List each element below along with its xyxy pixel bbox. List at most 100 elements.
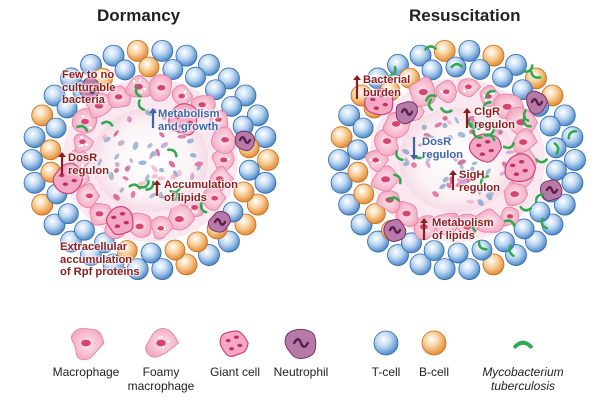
nucleus	[443, 89, 450, 94]
nucleus	[381, 176, 391, 183]
t-cell	[221, 95, 243, 117]
mycobacterium	[134, 85, 142, 98]
b-cell	[482, 253, 505, 276]
b-cell	[138, 56, 160, 78]
mycobacterium	[522, 109, 530, 122]
t-cell	[433, 258, 456, 281]
t-cell	[539, 115, 561, 137]
t-cell	[94, 232, 115, 254]
giant-cell	[52, 162, 84, 195]
nucleus	[519, 139, 528, 145]
mycobacterium	[479, 175, 490, 186]
t-cell	[401, 232, 422, 254]
t-cell	[352, 117, 374, 139]
t-cell	[198, 54, 220, 76]
nucleus	[157, 85, 166, 91]
nucleus	[510, 191, 519, 198]
nucleus	[191, 204, 199, 210]
b-cell	[187, 231, 208, 253]
t-cell	[56, 97, 78, 119]
t-cell	[421, 59, 443, 81]
t-cell	[254, 126, 277, 149]
t-cell	[505, 54, 527, 76]
giant-cell	[219, 330, 249, 358]
legend-label-b-cell: B-cell	[418, 365, 449, 379]
nucleus	[178, 93, 186, 99]
nucleus	[198, 102, 206, 108]
t-cell	[80, 244, 102, 266]
t-cell	[471, 239, 493, 261]
mycobacterium	[530, 70, 542, 79]
mycobacterium	[145, 180, 155, 191]
t-cell	[57, 203, 79, 225]
mycobacterium	[393, 173, 402, 185]
label-bacterial-burden: Bacterial burden	[363, 74, 411, 99]
t-cell	[409, 253, 432, 276]
mycobacterium	[137, 99, 146, 111]
mycobacterium	[477, 240, 488, 251]
mycobacterium	[388, 66, 397, 78]
mycobacterium	[467, 118, 477, 130]
mycobacterium	[175, 191, 186, 202]
nucleus	[174, 216, 184, 223]
mycobacterium	[169, 186, 182, 194]
b-cell	[116, 240, 138, 261]
nucleus	[81, 339, 91, 347]
t-cell	[494, 231, 515, 253]
b-cell	[164, 239, 186, 261]
t-cell	[23, 126, 46, 149]
t-cell	[513, 218, 535, 240]
t-cell	[561, 126, 584, 149]
mycobacterium	[508, 244, 515, 258]
mycobacterium	[503, 219, 516, 228]
t-cell	[458, 39, 481, 62]
mycobacterium	[553, 142, 560, 155]
t-cell	[387, 244, 409, 266]
b-cell	[175, 253, 198, 276]
label-dosr-regulon-down: DosR regulon	[422, 136, 464, 161]
mycobacterium	[519, 205, 533, 212]
nucleus	[95, 211, 104, 217]
t-cell	[564, 149, 586, 171]
nucleus	[418, 88, 428, 96]
nucleus	[483, 218, 493, 225]
giant-cell	[168, 103, 198, 136]
legend-label-t-cell: T-cell	[371, 365, 401, 379]
nucleus	[465, 84, 472, 90]
nucleus	[94, 102, 104, 109]
b-cell	[31, 104, 54, 127]
nucleus	[502, 103, 512, 110]
t-cell	[23, 171, 46, 194]
t-cell	[102, 44, 125, 67]
b-cell	[31, 193, 54, 216]
t-cell	[330, 171, 353, 194]
nucleus	[463, 224, 472, 230]
giant-cell	[105, 205, 134, 236]
label-clgr-regulon: ClgR regulon	[474, 106, 516, 131]
mycobacterium	[425, 94, 437, 102]
mycobacterium	[440, 107, 453, 114]
nucleus	[79, 139, 86, 145]
t-cell	[347, 139, 369, 161]
t-cell	[246, 104, 269, 127]
t-cell	[185, 66, 206, 88]
nucleus	[402, 210, 411, 217]
mycobacterium	[138, 180, 150, 189]
t-cell	[205, 79, 226, 101]
t-cell	[447, 242, 469, 264]
legend-label-giant-cell: Giant cell	[209, 365, 261, 379]
resuscitation-granuloma	[328, 39, 586, 281]
t-cell	[561, 171, 584, 194]
mycobacterium	[522, 64, 534, 73]
mycobacterium	[534, 193, 545, 203]
mycobacterium	[483, 128, 495, 137]
nucleus	[372, 157, 380, 163]
t-cell	[45, 117, 67, 139]
label-rpf-proteins: Extracellular accumulation of Rpf protei…	[60, 241, 140, 278]
mycobacterium	[427, 98, 434, 112]
b-cell	[421, 330, 447, 356]
nucleus	[211, 195, 219, 201]
b-cell	[347, 161, 369, 183]
nucleus	[443, 220, 452, 226]
